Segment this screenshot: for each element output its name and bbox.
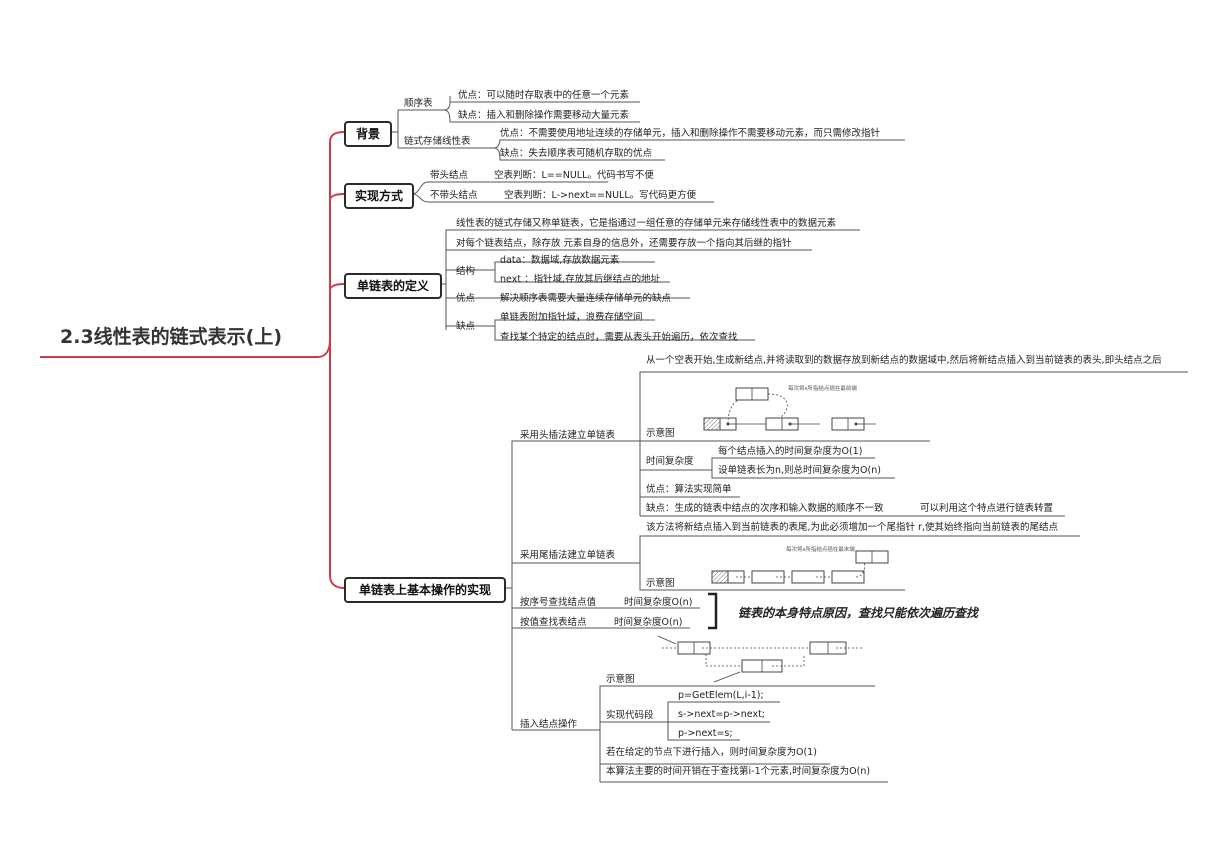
tail-diagram-label[interactable]: 示意图: [646, 578, 675, 589]
with-head-desc[interactable]: 空表判断：L==NULL。代码书写不便: [494, 170, 654, 181]
head-insert-label[interactable]: 采用头插法建立单链表: [520, 430, 616, 441]
head-diagram-caption: 每次将s所指结点插在最前端: [788, 384, 857, 392]
dis-b[interactable]: 查找某个特定的结点时，需要从表头开始遍历，依次查找: [500, 332, 738, 343]
head-pro[interactable]: 优点：算法实现简单: [646, 484, 732, 495]
linked-label[interactable]: 链式存储线性表: [404, 136, 471, 147]
struct-data[interactable]: data：数据域,存放数据元素: [500, 255, 620, 266]
insert-note-2[interactable]: 本算法主要的时间开销在于查找第i-1个元素,时间复杂度为O(n): [606, 766, 871, 777]
find-value-complexity[interactable]: 时间复杂度O(n): [614, 617, 683, 628]
find-value-label[interactable]: 按值查找表结点: [520, 617, 587, 628]
struct-next[interactable]: next ：指针域,存放其后继结点的地址: [500, 274, 661, 285]
find-index-complexity[interactable]: 时间复杂度O(n): [624, 597, 693, 608]
with-head-label[interactable]: 带头结点: [430, 170, 469, 181]
dis-label[interactable]: 缺点: [456, 321, 476, 332]
tail-diagram-caption: 每次将s所指结点插在最末端: [786, 545, 855, 553]
code-line-3[interactable]: p->next=s;: [678, 728, 733, 739]
tail-insert-desc[interactable]: 该方法将新结点插入到当前链表的表尾,为此必须增加一个尾指针 r,使其始终指向当前…: [646, 522, 1058, 533]
linked-pro[interactable]: 优点：不需要使用地址连续的存储单元，插入和删除操作不需要移动元素，而只需修改指针: [500, 128, 881, 139]
code-label[interactable]: 实现代码段: [606, 710, 654, 721]
branch-implementation[interactable]: 实现方式: [344, 183, 414, 209]
without-head-desc[interactable]: 空表判断：L->next==NULL。写代码更方便: [504, 190, 697, 201]
linked-con[interactable]: 缺点：失去顺序表可随机存取的优点: [500, 148, 653, 159]
head-insert-desc[interactable]: 从一个空表开始,生成新结点,并将读取到的数据存放到新结点的数据域中,然后将新结点…: [646, 355, 1162, 366]
root-title[interactable]: 2.3线性表的链式表示(上): [60, 326, 283, 348]
head-con-note[interactable]: 可以利用这个特点进行链表转置: [920, 503, 1054, 514]
seq-table-label[interactable]: 顺序表: [404, 98, 433, 109]
insert-note-1[interactable]: 若在给定的节点下进行插入，则时间复杂度为O(1): [606, 747, 817, 758]
struct-label[interactable]: 结构: [456, 266, 476, 277]
without-head-label[interactable]: 不带头结点: [430, 190, 478, 201]
seq-con[interactable]: 缺点：插入和删除操作需要移动大量元素: [458, 110, 630, 121]
code-line-2[interactable]: s->next=p->next;: [678, 709, 766, 720]
branch-operations[interactable]: 单链表上基本操作的实现: [344, 577, 506, 603]
tail-insert-diagram: 每次将s所指结点插在最末端: [711, 545, 889, 584]
branch-definition[interactable]: 单链表的定义: [344, 273, 442, 299]
def-line2[interactable]: 对每个链表结点，除存放 元素自身的信息外，还需要存放一个指向其后继的指针: [456, 238, 792, 249]
head-complexity-label[interactable]: 时间复杂度: [646, 456, 694, 467]
adv-label[interactable]: 优点: [456, 293, 476, 304]
head-diagram-label[interactable]: 示意图: [646, 428, 675, 439]
head-complexity-a[interactable]: 每个结点插入的时间复杂度为O(1): [718, 446, 863, 457]
def-line1[interactable]: 线性表的链式存储又称单链表，它是指通过一组任意的存储单元来存储线性表中的数据元素: [456, 218, 837, 229]
head-insert-diagram: 每次将s所指结点插在最前端: [703, 384, 876, 431]
adv-text[interactable]: 解决顺序表需要大量连续存储单元的缺点: [500, 293, 672, 304]
tail-insert-label[interactable]: 采用尾插法建立单链表: [520, 550, 616, 561]
insert-diagram-label[interactable]: 示意图: [606, 674, 635, 685]
head-complexity-b[interactable]: 设单链表长为n,则总时间复杂度为O(n): [718, 465, 881, 476]
branch-background[interactable]: 背景: [344, 121, 392, 147]
insert-node-diagram: [657, 635, 862, 683]
find-note[interactable]: 链表的本身特点原因，查找只能依次遍历查找: [738, 606, 979, 620]
head-con[interactable]: 缺点：生成的链表中结点的次序和输入数据的顺序不一致: [646, 503, 884, 514]
code-line-1[interactable]: p=GetElem(L,i-1);: [678, 690, 764, 701]
seq-pro[interactable]: 优点：可以随时存取表中的任意一个元素: [458, 90, 630, 101]
find-index-label[interactable]: 按序号查找结点值: [520, 597, 597, 608]
dis-a[interactable]: 单链表附加指针域，浪费存储空间: [500, 312, 643, 323]
insert-node-label[interactable]: 插入结点操作: [520, 719, 578, 730]
